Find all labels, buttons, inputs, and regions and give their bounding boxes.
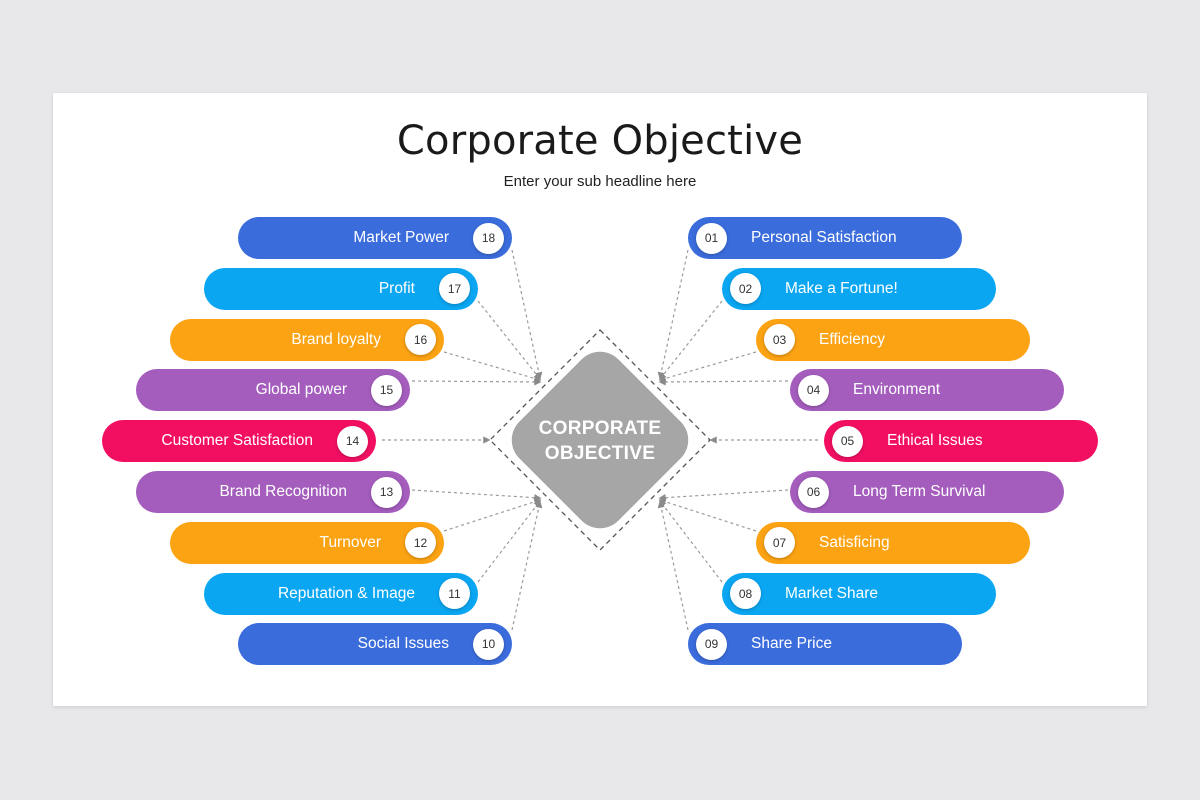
right-objective-pill: 07 Satisficing [756,521,1030,564]
right-objective-pill: 09 Share Price [688,623,962,666]
objective-label: Ethical Issues [887,432,983,450]
objective-number-badge: 18 [473,222,504,254]
objective-number-badge: 01 [696,222,727,254]
left-objective-pill: Turnover 12 [170,521,444,564]
center-label: CORPORATE OBJECTIVE [500,416,700,466]
left-objective-pill: Reputation & Image 11 [204,572,478,615]
objective-number-badge: 03 [764,324,795,356]
objective-number-badge: 02 [730,273,761,305]
left-objective-pill: Market Power 18 [238,217,512,259]
objective-number-badge: 11 [439,578,470,610]
objective-number-badge: 07 [764,527,795,559]
objective-label: Global power [255,381,347,399]
objective-label: Environment [853,381,941,399]
objective-number-badge: 14 [337,425,368,457]
objective-number-badge: 15 [371,374,402,406]
right-objective-pill: 03 Efficiency [756,318,1030,361]
objective-label: Long Term Survival [853,483,986,500]
right-objective-pill: 05 Ethical Issues [824,420,1098,463]
right-objective-pill: 02 Make a Fortune! [722,267,996,310]
right-objective-pill: 01 Personal Satisfaction [688,217,962,259]
objective-label: Make a Fortune! [785,279,898,297]
right-objective-pill: 06 Long Term Survival [790,471,1064,513]
objective-label: Personal Satisfaction [751,229,897,246]
objective-label: Profit [378,279,415,297]
left-objective-pill: Brand loyalty 16 [170,318,444,361]
objective-number-badge: 05 [832,425,863,457]
objective-number-badge: 09 [696,628,727,660]
objective-number-badge: 12 [405,527,436,559]
objective-number-badge: 08 [730,578,761,610]
objective-label: Market Share [785,584,879,602]
objective-label: Share Price [751,635,832,653]
objective-label: Turnover [319,533,381,551]
page-title: Corporate Objective [396,118,804,164]
objective-label: Social Issues [357,635,449,653]
objective-label: Satisficing [819,533,890,551]
objective-number-badge: 17 [439,273,470,305]
objective-label: Market Power [353,229,449,246]
right-objective-pill: 04 Environment [790,369,1064,412]
objective-number-badge: 13 [371,476,402,508]
objective-label: Brand loyalty [291,330,381,348]
center-label-line2: OBJECTIVE [544,443,656,464]
objective-number-badge: 10 [473,628,504,660]
objective-label: Reputation & Image [277,584,415,602]
objective-label: Brand Recognition [219,483,347,500]
center-label-line1: CORPORATE [538,418,662,439]
left-objective-pill: Social Issues 10 [238,623,512,666]
objective-number-badge: 06 [798,476,829,508]
page-subtitle: Enter your sub headline here [503,173,697,190]
left-objective-pill: Brand Recognition 13 [136,471,410,513]
objective-label: Customer Satisfaction [161,432,313,450]
objective-number-badge: 04 [798,374,829,406]
objective-number-badge: 16 [405,324,436,356]
left-objective-pill: Profit 17 [204,267,478,310]
objective-label: Efficiency [819,330,886,348]
left-objective-pill: Global power 15 [136,369,410,412]
left-objective-pill: Customer Satisfaction 14 [102,420,376,463]
right-objective-pill: 08 Market Share [722,572,996,615]
